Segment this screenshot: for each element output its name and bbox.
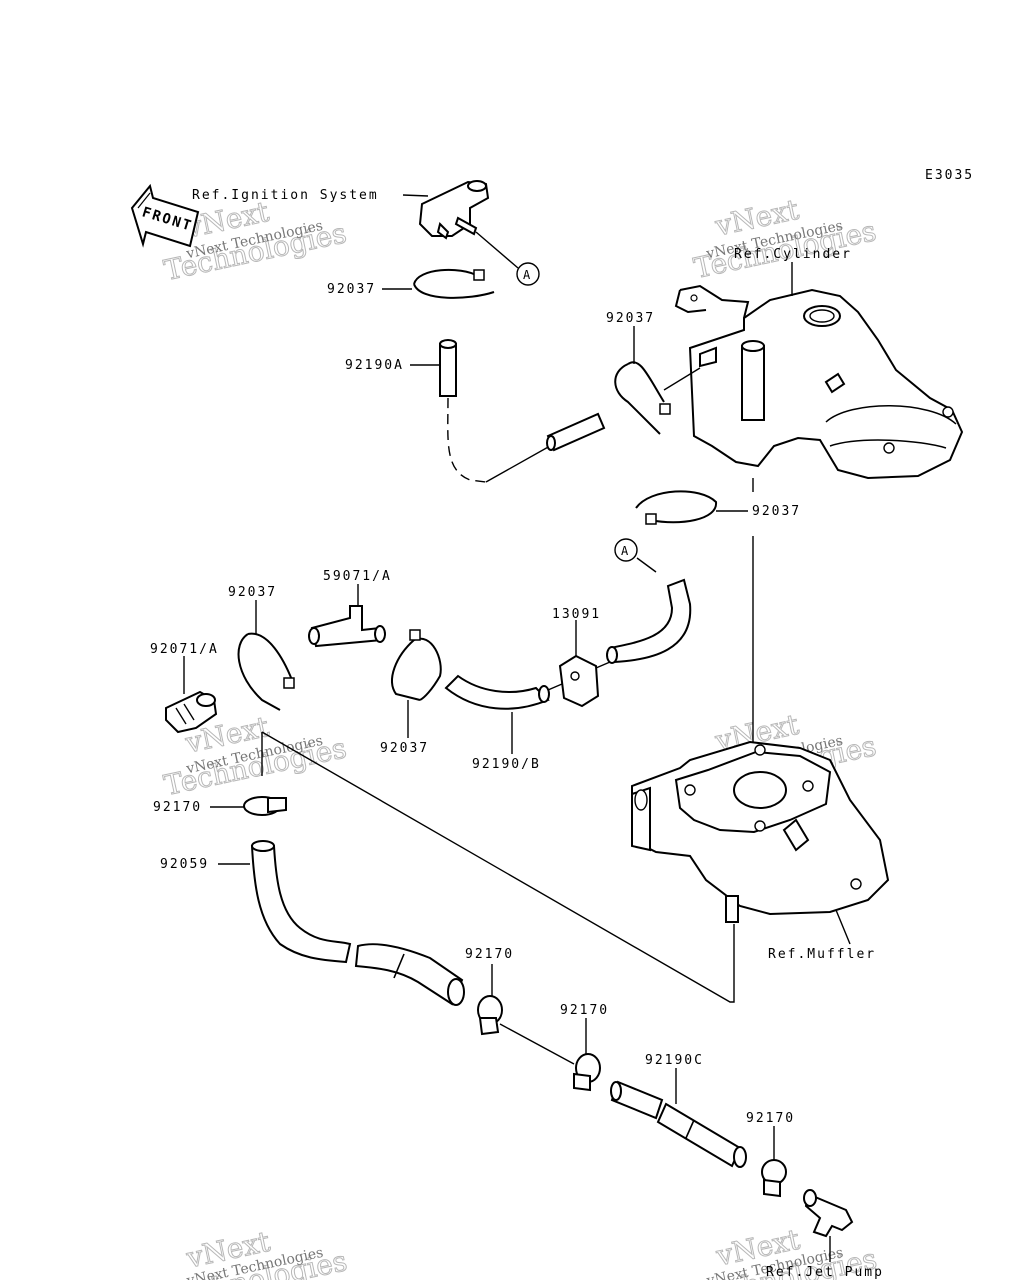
- callout-a-mid: A: [614, 538, 638, 562]
- hose-92190c: [610, 1080, 747, 1168]
- label-92037: 92037: [228, 585, 277, 600]
- hose-clamp-92037-middle: [391, 629, 442, 701]
- watermark-top-right: vNext Technologies vNext Technologies: [690, 192, 879, 285]
- label-92037: 92037: [327, 282, 376, 297]
- label-92059: 92059: [160, 857, 209, 872]
- hose-clamp-92037-upper: [614, 361, 671, 435]
- label-92170: 92170: [153, 800, 202, 815]
- front-arrow: FRONT: [130, 183, 200, 248]
- hose-clamp-92170-c: [761, 1159, 787, 1198]
- label-92170: 92170: [560, 1003, 609, 1018]
- label-92190a: 92190A: [345, 358, 404, 373]
- hose-clamp-92037-top: [413, 268, 495, 299]
- ref-cylinder-label: Ref.Cylinder: [734, 247, 852, 262]
- svg-text:A: A: [523, 268, 531, 282]
- hose-clamp-92170-left: [243, 796, 287, 816]
- cylinder-head: [674, 284, 964, 480]
- label-92190c: 92190C: [645, 1053, 704, 1068]
- ref-ignition-system-label: Ref.Ignition System: [192, 188, 379, 203]
- cap-92071a: [165, 690, 218, 734]
- muffler: [631, 740, 890, 923]
- hose-92190b: [444, 674, 550, 710]
- label-59071a: 59071/A: [323, 569, 392, 584]
- hose-clamp-92170-b: [573, 1053, 601, 1092]
- watermark-bottom-left: vNext Technologies vNext Technologies: [161, 1224, 350, 1280]
- diagram-code: E3035: [925, 168, 974, 183]
- callout-a-top: A: [516, 262, 540, 286]
- jet-pump-fitting: [803, 1189, 854, 1238]
- label-92190b: 92190/B: [472, 757, 541, 772]
- ignition-fitting: [418, 180, 490, 240]
- hose-92059: [250, 840, 465, 1006]
- label-92037: 92037: [752, 504, 801, 519]
- hose-clamp-92037-right: [635, 490, 717, 525]
- svg-text:A: A: [621, 544, 629, 558]
- fitting-59071a: [308, 605, 386, 648]
- ref-muffler-label: Ref.Muffler: [768, 947, 876, 962]
- label-92037: 92037: [606, 311, 655, 326]
- label-92037: 92037: [380, 741, 429, 756]
- label-92170: 92170: [465, 947, 514, 962]
- label-92170: 92170: [746, 1111, 795, 1126]
- label-13091: 13091: [552, 607, 601, 622]
- hose-clamp-92170-a: [477, 995, 503, 1036]
- ref-jet-pump-label: Ref.Jet Pump: [766, 1265, 884, 1280]
- hose-92190a: [439, 339, 606, 483]
- hose-clamp-92037-left: [237, 632, 295, 711]
- label-92071a: 92071/A: [150, 642, 219, 657]
- hose-curved-a: [606, 578, 692, 664]
- part-13091: [558, 654, 600, 708]
